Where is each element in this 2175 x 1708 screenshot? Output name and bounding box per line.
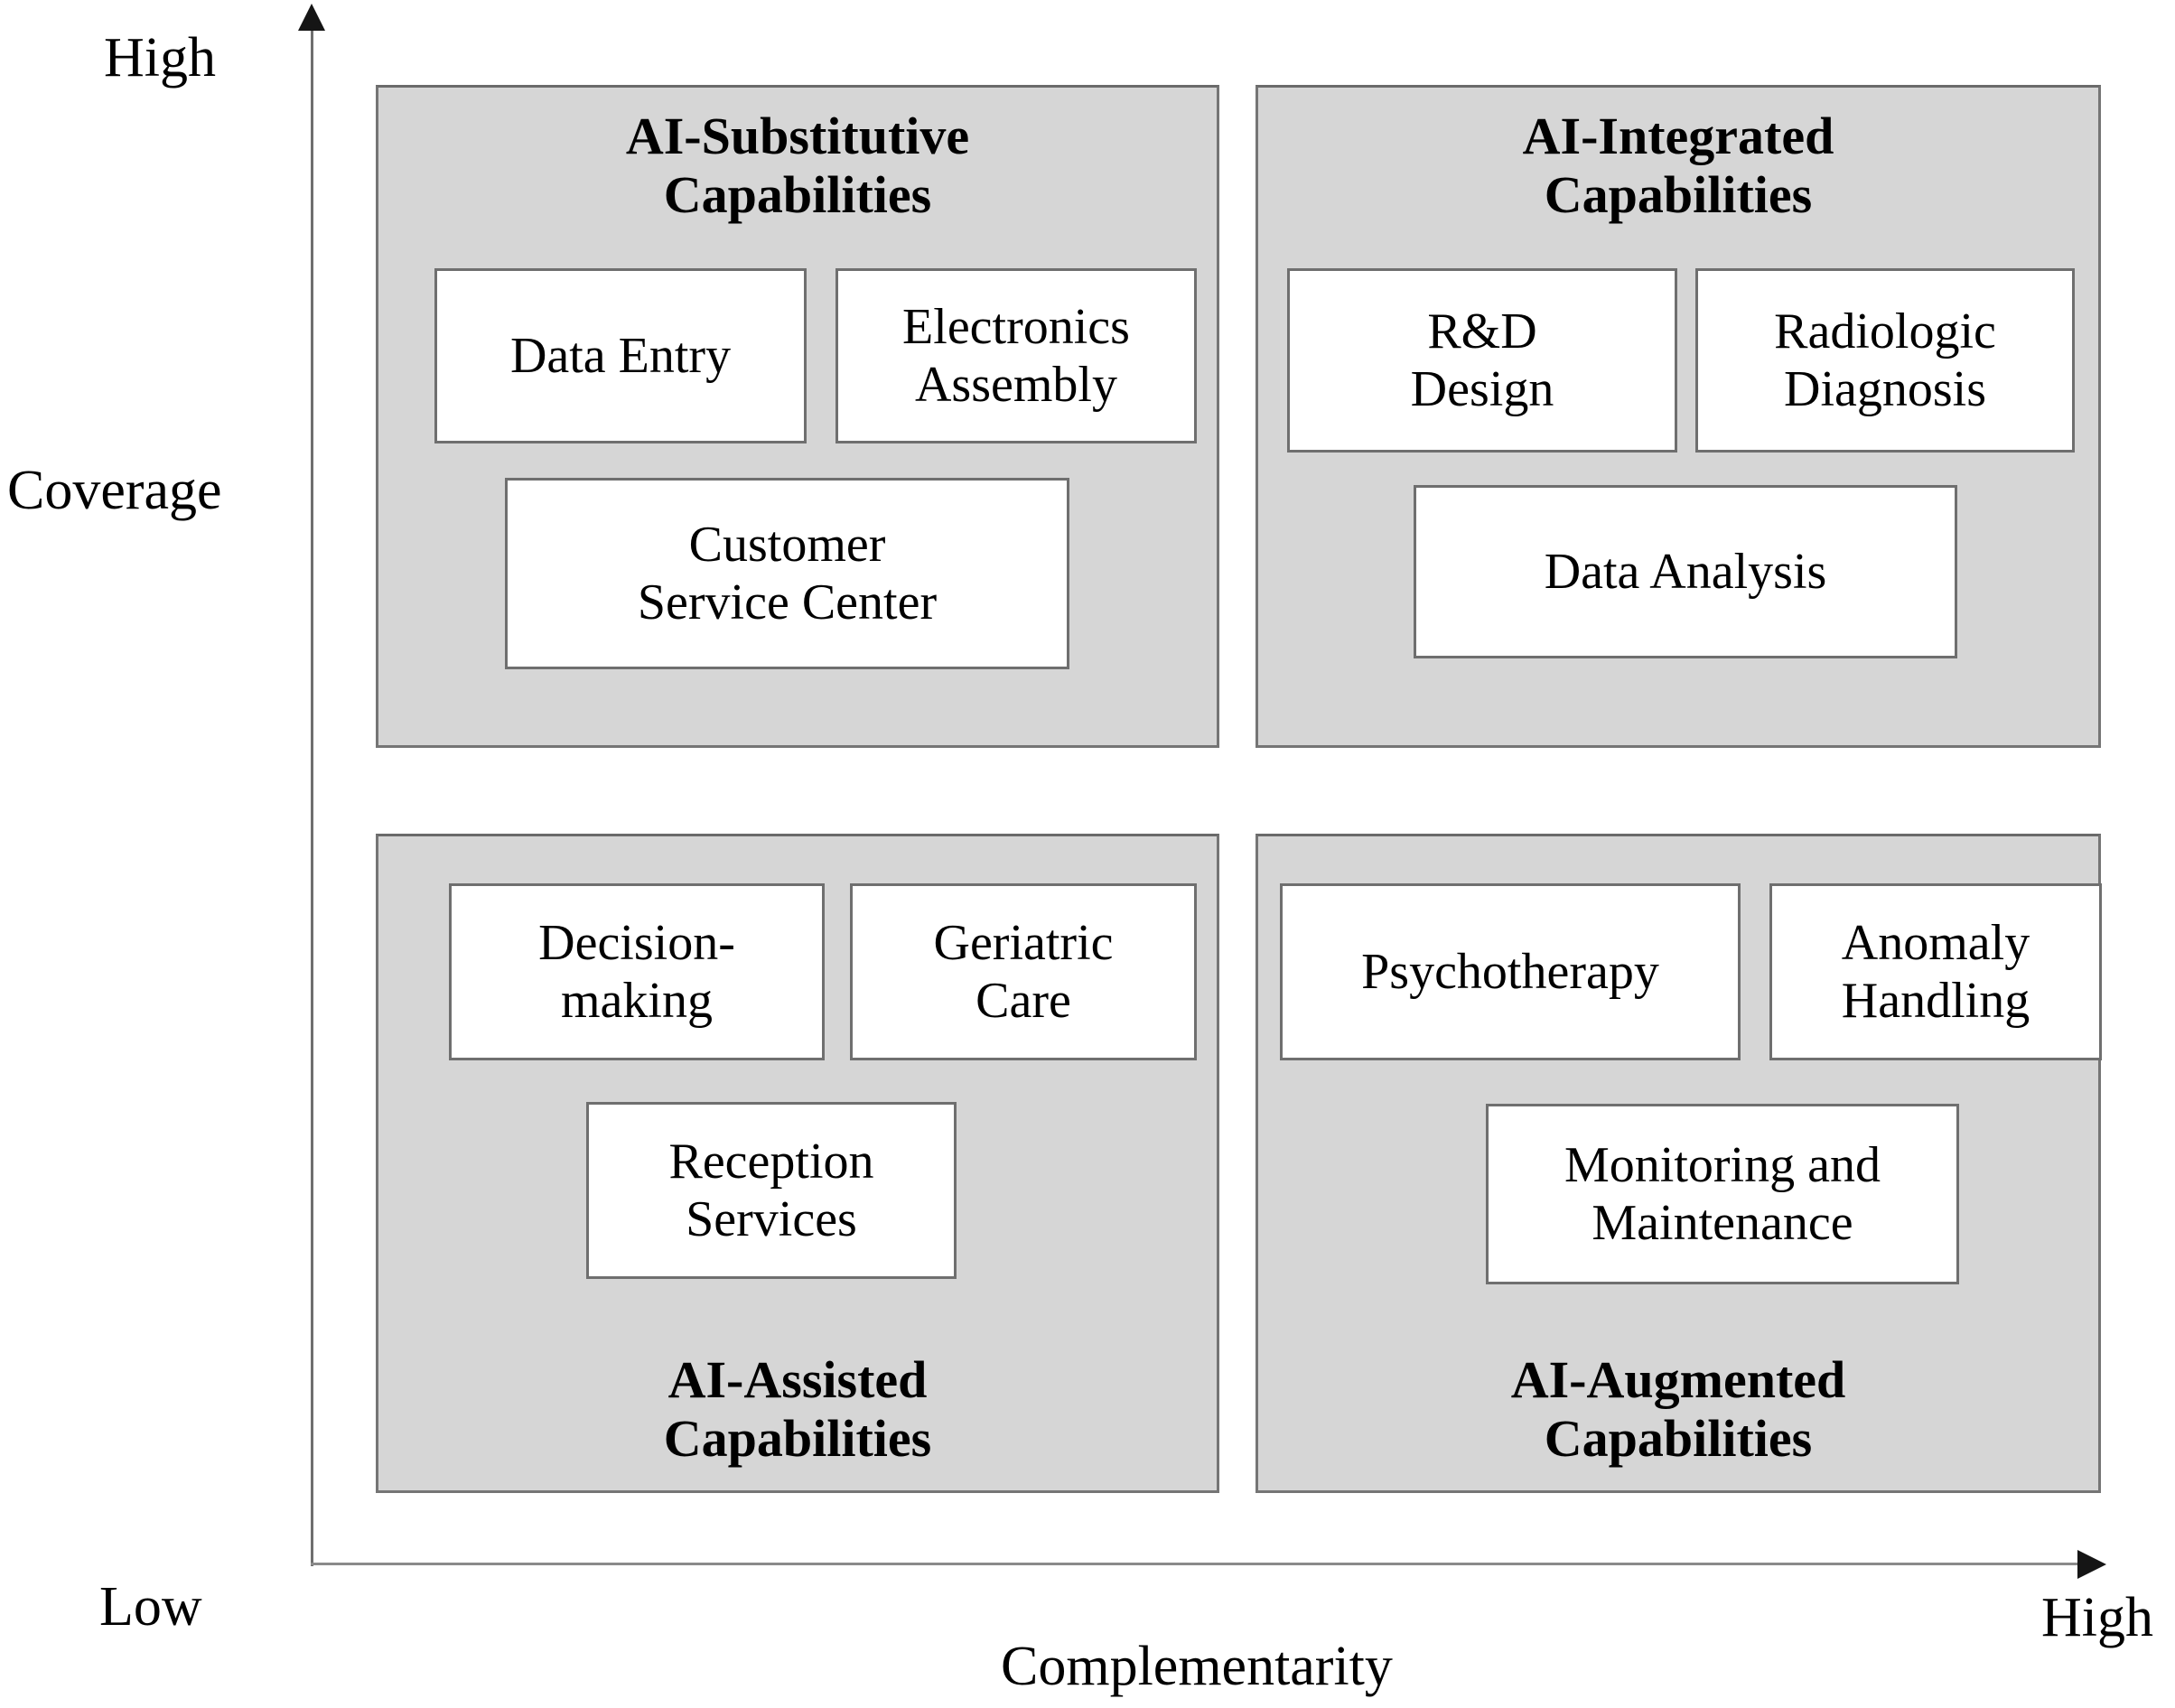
y-axis-high-label: High (104, 27, 216, 89)
x-axis-line (311, 1563, 2095, 1565)
x-axis-low-label: Low (99, 1576, 202, 1638)
capability-box-reception-services: Reception Services (586, 1102, 957, 1279)
quadrant-title-ai-integrated: AI-Integrated Capabilities (1522, 107, 1834, 224)
capability-box-rd-design: R&D Design (1287, 268, 1677, 453)
capability-box-decision-making: Decision- making (449, 883, 825, 1060)
y-axis-title: Coverage (7, 460, 222, 521)
quadrant-ai-integrated: AI-Integrated Capabilities R&D Design Ra… (1256, 85, 2101, 748)
quadrant-ai-assisted: Decision- making Geriatric Care Receptio… (376, 834, 1219, 1493)
x-axis-title: Complementarity (1001, 1636, 1393, 1697)
capability-box-monitoring-and-maintenance: Monitoring and Maintenance (1486, 1104, 1959, 1284)
quadrant-title-ai-substitutive: AI-Substitutive Capabilities (625, 107, 970, 224)
quadrant-title-ai-augmented: AI-Augmented Capabilities (1510, 1350, 1846, 1469)
capability-box-psychotherapy: Psychotherapy (1280, 883, 1741, 1060)
x-axis-arrowhead-icon (2077, 1550, 2106, 1579)
quadrant-ai-augmented: Psychotherapy Anomaly Handling Monitorin… (1256, 834, 2102, 1493)
capability-box-anomaly-handling: Anomaly Handling (1769, 883, 2102, 1060)
capability-box-electronics-assembly: Electronics Assembly (835, 268, 1197, 443)
y-axis-arrowhead-icon (298, 4, 325, 31)
capability-box-radiologic-diagnosis: Radiologic Diagnosis (1695, 268, 2075, 453)
quadrant-title-ai-assisted: AI-Assisted Capabilities (663, 1350, 932, 1469)
quadrant-ai-substitutive: AI-Substitutive Capabilities Data Entry … (376, 85, 1219, 748)
capability-box-data-analysis: Data Analysis (1414, 485, 1957, 658)
capability-box-data-entry: Data Entry (434, 268, 807, 443)
capability-box-customer-service-center: Customer Service Center (505, 478, 1069, 669)
y-axis-line (311, 25, 313, 1566)
x-axis-high-label: High (2041, 1587, 2153, 1648)
capability-box-geriatric-care: Geriatric Care (850, 883, 1197, 1060)
